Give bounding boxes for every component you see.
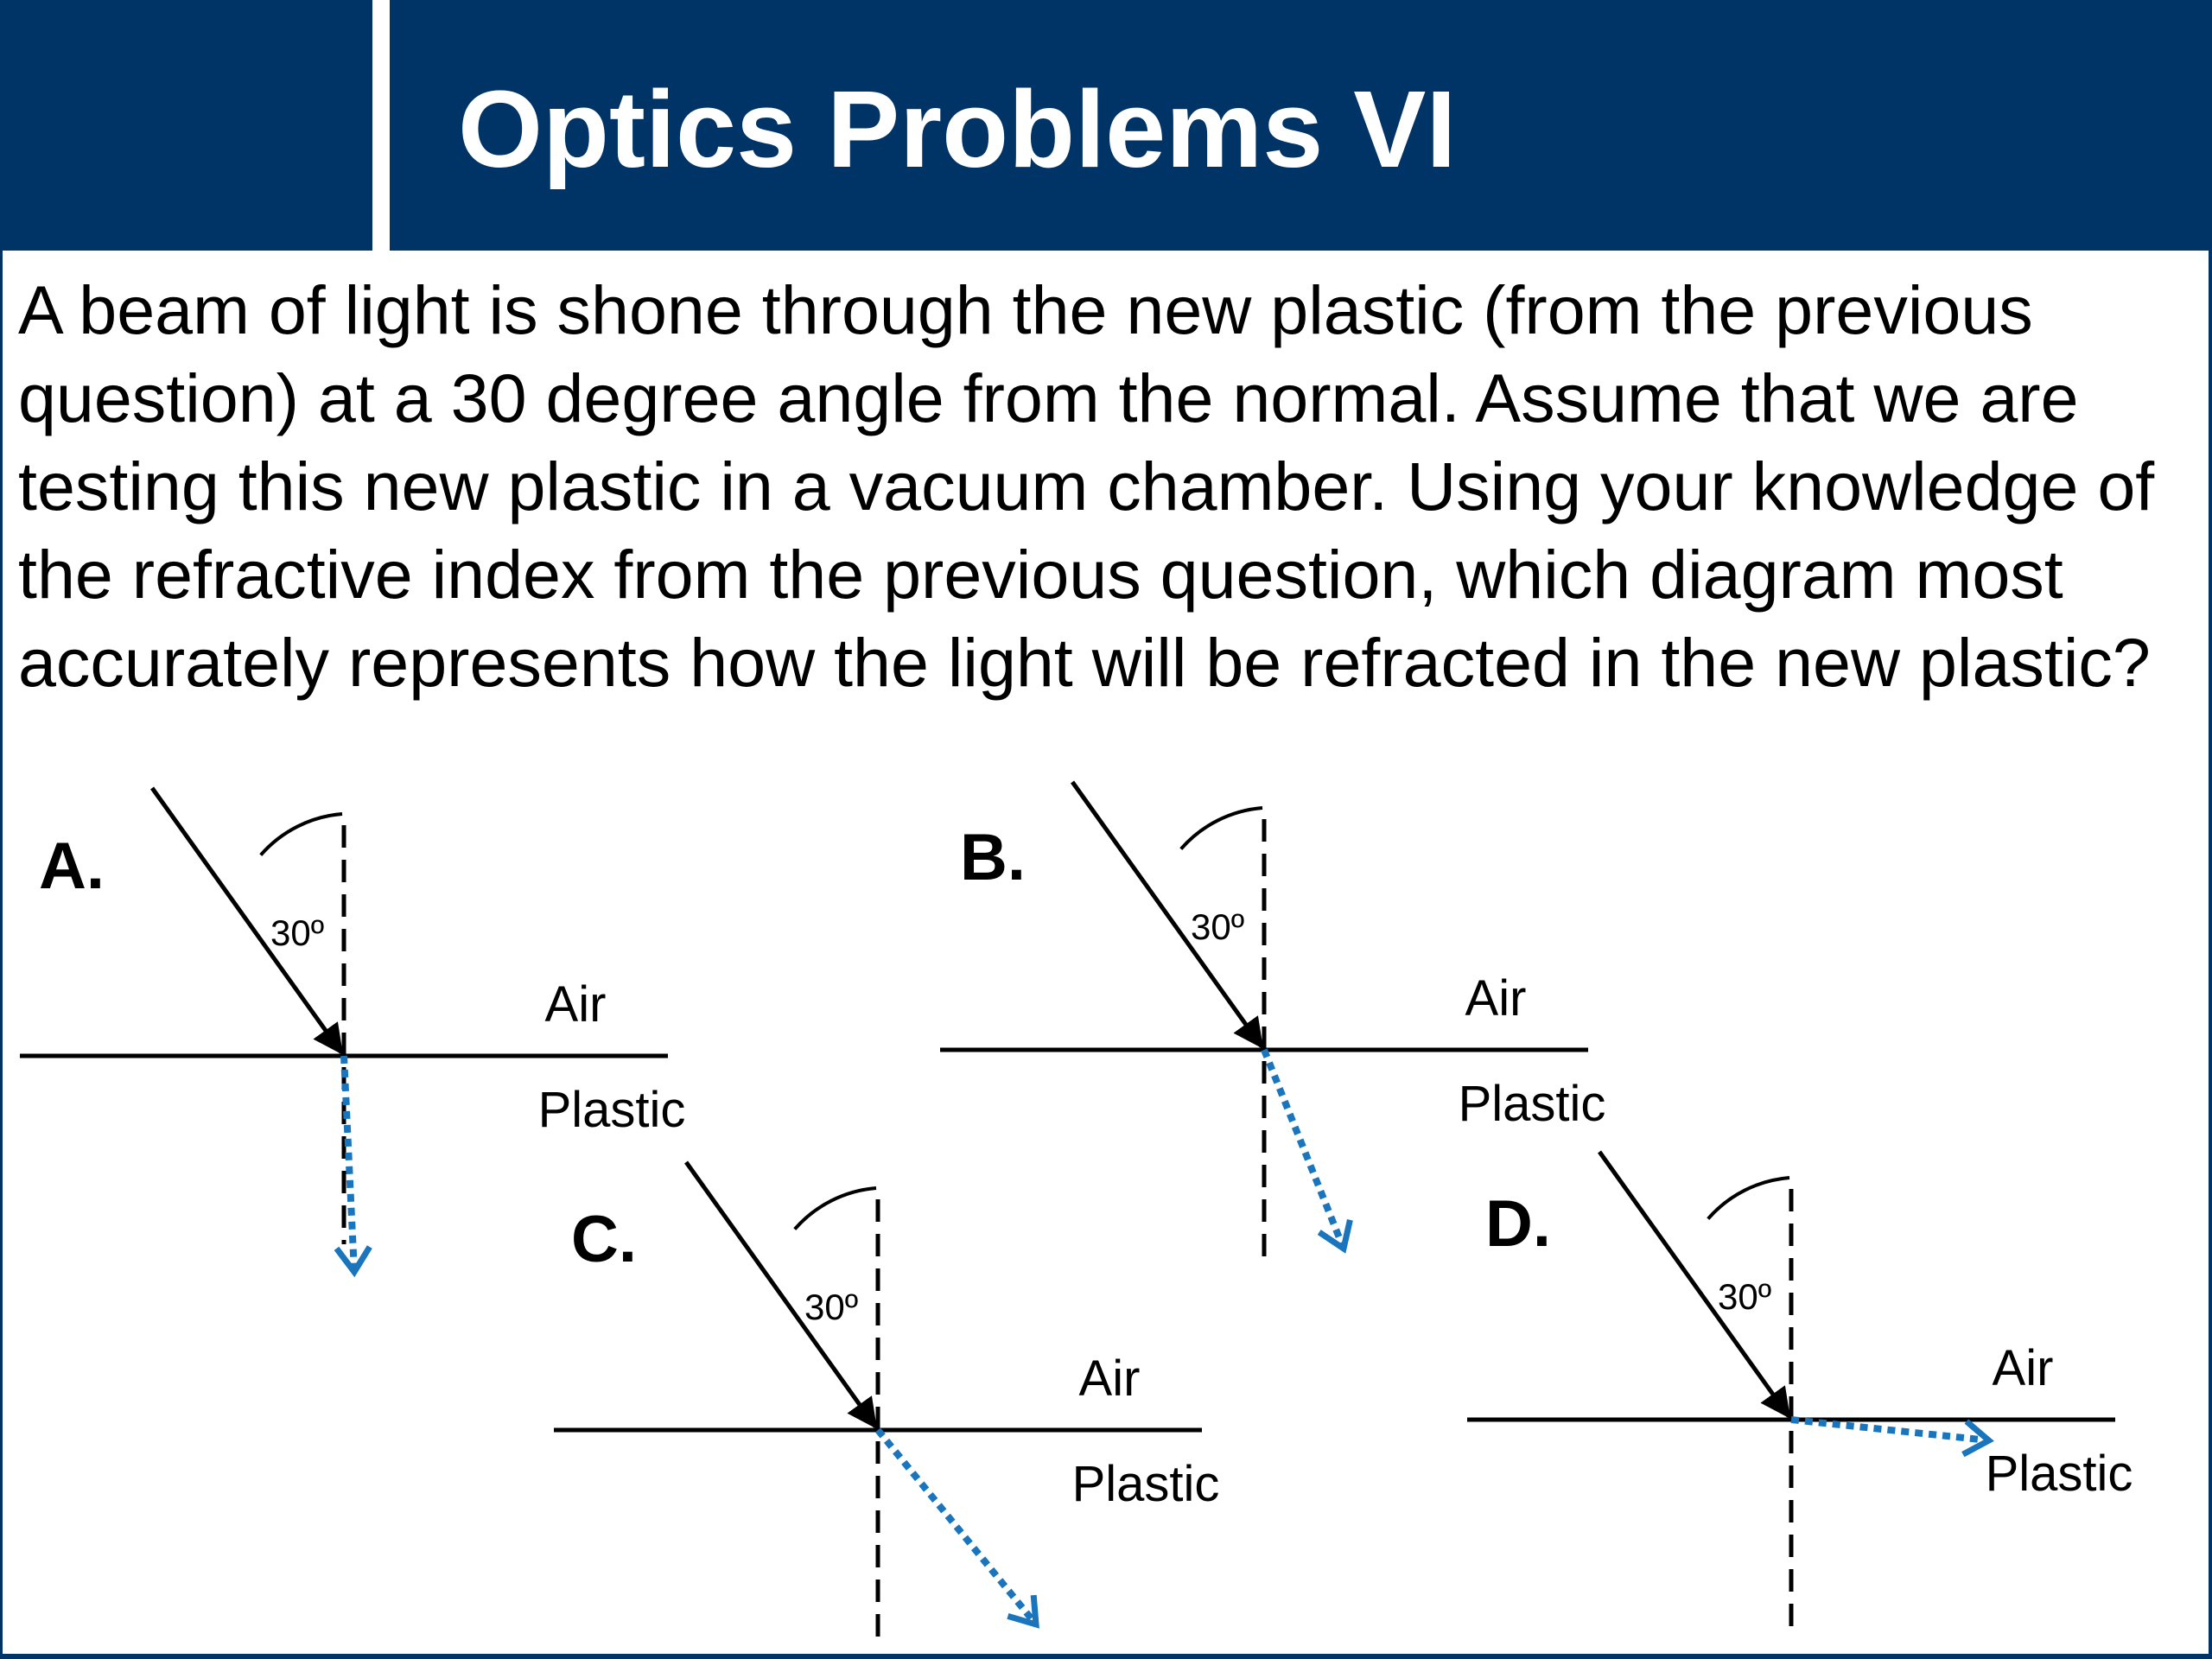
option-letter: C. [571,1203,637,1276]
plastic-label: Plastic [1986,1446,2133,1502]
option-letter: B. [960,821,1026,894]
option-letter: D. [1485,1187,1551,1261]
option-letter: A. [39,830,105,903]
air-label: Air [1993,1340,2054,1396]
angle-label: 30º [1718,1276,1771,1317]
angle-arc [1707,1176,1790,1220]
refracted-arrowhead [1007,1594,1039,1629]
slide-title: Optics Problems VI [458,68,1457,190]
header-bar [390,0,2209,251]
plastic-label: Plastic [1072,1456,1220,1512]
plastic-label: Plastic [538,1082,686,1138]
angle-label: 30º [804,1287,858,1327]
refracted-arrowhead [1961,1419,1994,1458]
angle-label: 30º [1191,906,1244,947]
refracted-ray [1790,1416,1990,1445]
incident-ray [150,786,344,1055]
angle-arc [259,812,343,856]
header-left-block [3,0,372,251]
refracted-ray [874,1427,1039,1627]
plastic-label: Plastic [1459,1076,1606,1132]
refraction-diagrams: A.30ºAirPlasticB.30ºAirPlasticC.30ºAirPl… [20,780,2133,1637]
angle-arc [793,1186,877,1230]
incident-ray [684,1160,878,1429]
refracted-arrowhead [1317,1219,1353,1254]
angle-arc [1179,806,1263,850]
refracted-ray [1261,1048,1347,1250]
angle-label: 30º [270,912,324,953]
refracted-arrowhead [334,1245,372,1278]
air-label: Air [1079,1351,1141,1407]
incident-ray [1071,780,1264,1049]
air-label: Air [545,976,607,1033]
question-text: A beam of light is shone through the new… [18,271,2155,701]
air-label: Air [1465,970,1527,1027]
incident-ray [1598,1150,1791,1419]
refracted-ray [340,1055,358,1273]
